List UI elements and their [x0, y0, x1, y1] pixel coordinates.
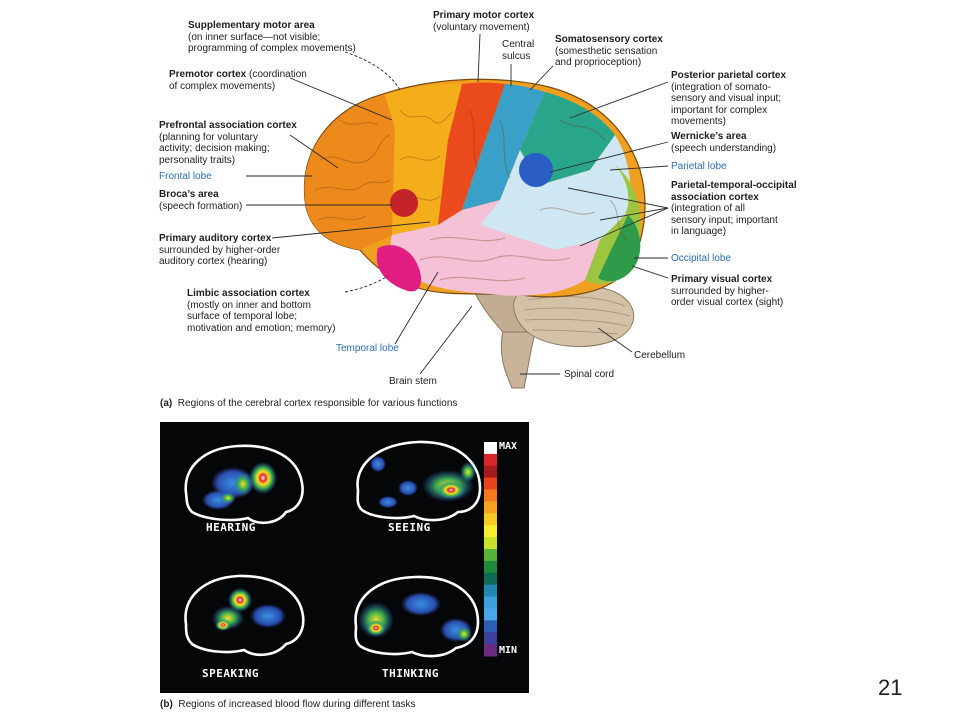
- label-parietal-lobe: Parietal lobe: [671, 161, 727, 172]
- label-occipital-lobe: Occipital lobe: [671, 253, 732, 264]
- scale-min-label: MIN: [499, 645, 518, 656]
- leader-limbic: [344, 275, 389, 293]
- label-primary-visual: Primary visual cortex surrounded by high…: [671, 274, 784, 308]
- label-somatosensory: Somatosensory cortex (somesthetic sensat…: [555, 34, 663, 68]
- scale-swatch: [484, 632, 497, 645]
- scale-swatch: [484, 549, 497, 562]
- leader-posterior-parietal: [569, 81, 669, 119]
- leader-parietal-lobe: [609, 165, 669, 171]
- scale-swatch: [484, 513, 497, 526]
- task-label-hearing: HEARING: [206, 521, 256, 534]
- leader-primary-auditory: [271, 221, 431, 239]
- leader-pto-1: [567, 187, 669, 209]
- leader-prefrontal: [289, 134, 339, 169]
- leader-pto-3: [579, 207, 669, 247]
- intensity-scale-bar: [484, 442, 497, 657]
- broca-area-shape: [390, 189, 418, 217]
- label-central-sulcus: Central sulcus: [502, 39, 535, 62]
- leader-premotor: [289, 77, 393, 121]
- temporal-region: [390, 200, 600, 296]
- scan-hearing: [184, 444, 304, 525]
- leader-pto-2: [599, 207, 669, 221]
- task-label-thinking: THINKING: [382, 667, 439, 680]
- leader-brain-stem: [419, 305, 473, 375]
- scale-swatch: [484, 477, 497, 491]
- seeing-brain-outline: [356, 440, 482, 522]
- label-spinal-cord: Spinal cord: [564, 369, 615, 380]
- label-posterior-parietal: Posterior parietal cortex (integration o…: [671, 70, 787, 127]
- scale-swatch: [484, 453, 497, 467]
- pet-scan-panel: HEARING SEEING SPEAKING THINKING MAX MIN: [160, 422, 529, 693]
- spinal-cord-shape: [500, 329, 537, 389]
- label-primary-auditory: Primary auditory cortex surrounded by hi…: [159, 233, 281, 267]
- scale-swatch: [484, 465, 497, 479]
- speaking-brain-outline: [184, 574, 305, 657]
- scale-swatch: [484, 620, 497, 633]
- leader-temporal-lobe: [394, 271, 439, 345]
- scale-swatch: [484, 644, 497, 657]
- label-prefrontal: Prefrontal association cortex (planning …: [159, 120, 297, 166]
- leader-primary-motor: [477, 33, 481, 83]
- label-brain-stem: Brain stem: [389, 376, 437, 387]
- leader-somatosensory: [529, 65, 554, 91]
- somatosensory-region: [462, 84, 545, 210]
- scan-speaking: [184, 574, 305, 657]
- scale-swatch: [484, 572, 497, 586]
- parietal-association-region: [480, 135, 631, 250]
- caption-a: (a) Regions of the cerebral cortex respo…: [160, 398, 458, 409]
- scale-swatch: [484, 596, 497, 609]
- label-wernicke: Wernicke’s area (speech understanding): [671, 131, 777, 154]
- label-limbic: Limbic association cortex (mostly on inn…: [187, 288, 336, 334]
- scale-swatch: [484, 608, 497, 621]
- label-primary-motor: Primary motor cortex (voluntary movement…: [433, 10, 535, 33]
- wernicke-area-shape: [519, 153, 553, 187]
- leader-supplementary: [344, 51, 401, 91]
- task-label-speaking: SPEAKING: [202, 667, 259, 680]
- label-temporal-lobe: Temporal lobe: [336, 343, 399, 354]
- hearing-brain-outline: [184, 444, 304, 525]
- label-cerebellum: Cerebellum: [634, 350, 686, 361]
- scale-swatch: [484, 525, 497, 538]
- scale-swatch: [484, 489, 497, 502]
- task-label-seeing: SEEING: [388, 521, 431, 534]
- limbic-region: [376, 245, 422, 292]
- label-frontal-lobe: Frontal lobe: [159, 171, 212, 182]
- scale-swatch: [484, 560, 497, 574]
- scale-swatch: [484, 584, 497, 598]
- leader-wernicke: [549, 141, 669, 173]
- scan-thinking: [354, 575, 480, 658]
- label-broca: Broca’s area (speech formation): [159, 189, 243, 212]
- page-number: 21: [878, 675, 903, 700]
- scale-max-label: MAX: [499, 441, 518, 452]
- label-premotor: Premotor cortex (coordination of complex…: [169, 69, 307, 92]
- thinking-brain-outline: [354, 575, 480, 658]
- scale-swatch: [484, 537, 497, 550]
- scale-swatch: [484, 442, 497, 455]
- leader-primary-visual: [631, 265, 669, 279]
- primary-motor-region: [438, 82, 505, 225]
- caption-b: (b) Regions of increased blood flow duri…: [160, 699, 416, 710]
- scan-seeing: [356, 440, 482, 522]
- label-supplementary-motor: Supplementary motor area (on inner surfa…: [188, 20, 356, 54]
- primary-visual-region: [598, 215, 641, 282]
- pet-scans-svg: [184, 440, 497, 658]
- scale-swatch: [484, 501, 497, 514]
- prefrontal-region: [304, 95, 395, 250]
- leader-cerebellum: [597, 327, 633, 353]
- label-pto: Parietal-temporal-occipital association …: [671, 180, 797, 237]
